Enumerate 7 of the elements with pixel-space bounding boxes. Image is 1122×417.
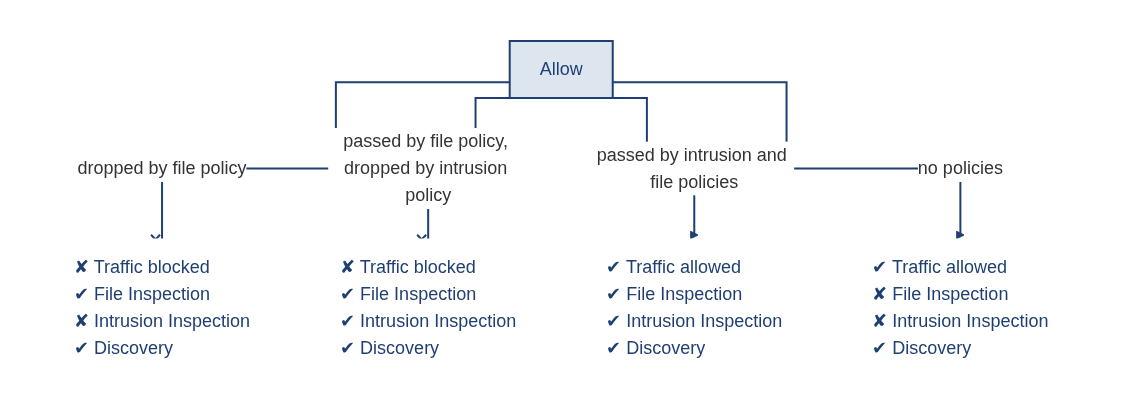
node-text: ✘ Traffic blocked ✔ File Inspection ✔ Intrusion Inspection ✔ Discovery (339, 256, 516, 358)
edge-label: passed by intrusion and file policies (596, 144, 787, 191)
edge-label: no policies (917, 157, 1003, 178)
node-text: ✔ Traffic allowed ✘ File Inspection ✘ Intrusion Inspection ✔ Discovery (872, 256, 1049, 358)
node-text: ✘ Traffic blocked ✔ File Inspection ✘ Intrusion Inspection ✔ Discovery (73, 256, 250, 358)
node-text: ✔ Traffic allowed ✔ File Inspection ✔ Intrusion Inspection ✔ Discovery (606, 256, 783, 358)
node-box: Allow (508, 39, 614, 99)
